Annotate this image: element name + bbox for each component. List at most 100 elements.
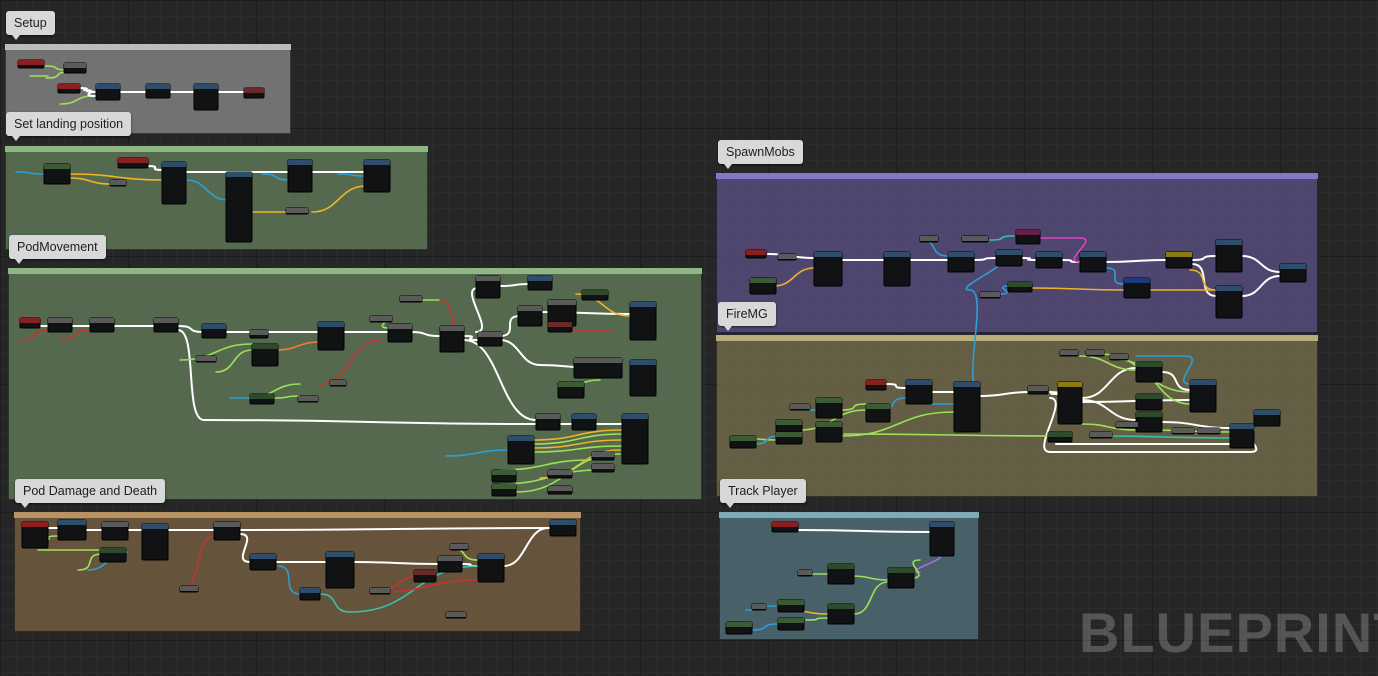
graph-node[interactable] <box>213 521 241 541</box>
graph-node[interactable] <box>95 83 121 101</box>
graph-node[interactable] <box>629 359 657 397</box>
graph-node[interactable] <box>775 431 803 445</box>
graph-node[interactable] <box>1123 277 1151 299</box>
graph-node[interactable] <box>581 289 609 301</box>
graph-node[interactable] <box>777 617 805 631</box>
graph-node[interactable] <box>19 317 41 329</box>
graph-node[interactable] <box>1215 285 1243 319</box>
graph-node[interactable] <box>887 567 915 589</box>
graph-node[interactable] <box>101 521 129 541</box>
graph-node[interactable] <box>249 393 275 405</box>
graph-node[interactable] <box>99 547 127 563</box>
graph-node[interactable] <box>571 413 597 431</box>
graph-node[interactable] <box>549 519 577 537</box>
graph-node[interactable] <box>1079 251 1107 273</box>
graph-node[interactable] <box>251 343 279 367</box>
graph-node[interactable] <box>1135 361 1163 383</box>
graph-node[interactable] <box>591 463 615 473</box>
graph-node[interactable] <box>413 569 437 583</box>
graph-node[interactable] <box>43 163 71 185</box>
graph-node[interactable] <box>369 315 393 323</box>
graph-node[interactable] <box>775 419 803 433</box>
graph-node[interactable] <box>249 329 269 339</box>
graph-node[interactable] <box>535 413 561 431</box>
graph-node[interactable] <box>297 395 319 403</box>
graph-node[interactable] <box>815 421 843 443</box>
graph-node[interactable] <box>1027 385 1049 395</box>
graph-node[interactable] <box>21 521 49 549</box>
graph-node[interactable] <box>865 403 891 423</box>
graph-node[interactable] <box>1279 263 1307 283</box>
graph-node[interactable] <box>477 331 503 347</box>
graph-node[interactable] <box>63 62 87 74</box>
graph-node[interactable] <box>439 325 465 353</box>
graph-node[interactable] <box>153 317 179 333</box>
graph-node[interactable] <box>797 569 813 577</box>
graph-node[interactable] <box>287 159 313 193</box>
graph-node[interactable] <box>919 235 939 243</box>
graph-node[interactable] <box>1047 431 1073 443</box>
graph-node[interactable] <box>1215 239 1243 273</box>
graph-node[interactable] <box>883 251 911 287</box>
graph-node[interactable] <box>1171 427 1195 435</box>
graph-node[interactable] <box>905 379 933 405</box>
graph-node[interactable] <box>445 611 467 619</box>
graph-node[interactable] <box>1085 349 1105 357</box>
graph-node[interactable] <box>491 483 517 497</box>
graph-node[interactable] <box>89 317 115 333</box>
graph-node[interactable] <box>1229 423 1255 449</box>
comment-title-podmovement[interactable]: PodMovement <box>9 235 106 264</box>
graph-node[interactable] <box>1197 427 1221 435</box>
graph-node[interactable] <box>1035 251 1063 269</box>
graph-node[interactable] <box>47 317 73 333</box>
graph-node[interactable] <box>547 469 573 479</box>
graph-node[interactable] <box>1015 229 1041 245</box>
graph-node[interactable] <box>225 171 253 243</box>
graph-node[interactable] <box>1135 411 1163 433</box>
graph-node[interactable] <box>573 357 623 379</box>
graph-node[interactable] <box>1135 393 1163 411</box>
graph-node[interactable] <box>179 585 199 593</box>
graph-node[interactable] <box>947 251 975 273</box>
graph-node[interactable] <box>161 161 187 205</box>
graph-node[interactable] <box>449 543 469 551</box>
graph-node[interactable] <box>201 323 227 339</box>
graph-node[interactable] <box>745 249 767 259</box>
graph-node[interactable] <box>591 451 615 461</box>
graph-node[interactable] <box>929 521 955 557</box>
comment-title-spawnmobs[interactable]: SpawnMobs <box>718 140 803 169</box>
graph-node[interactable] <box>285 207 309 215</box>
graph-node[interactable] <box>1059 349 1079 357</box>
graph-node[interactable] <box>145 83 171 99</box>
graph-node[interactable] <box>1007 281 1033 293</box>
graph-node[interactable] <box>195 355 217 363</box>
graph-node[interactable] <box>193 83 219 111</box>
graph-node[interactable] <box>491 469 517 483</box>
graph-node[interactable] <box>507 435 535 465</box>
graph-node[interactable] <box>57 83 81 94</box>
graph-node[interactable] <box>1189 379 1217 413</box>
graph-node[interactable] <box>1089 431 1113 439</box>
graph-node[interactable] <box>547 321 573 333</box>
graph-node[interactable] <box>57 519 87 541</box>
graph-node[interactable] <box>141 523 169 561</box>
graph-node[interactable] <box>995 249 1023 267</box>
graph-node[interactable] <box>369 587 391 595</box>
graph-node[interactable] <box>477 553 505 583</box>
graph-node[interactable] <box>813 251 843 287</box>
graph-node[interactable] <box>979 291 1001 299</box>
graph-node[interactable] <box>437 555 463 573</box>
graph-node[interactable] <box>387 323 413 343</box>
graph-node[interactable] <box>749 277 777 295</box>
graph-node[interactable] <box>547 485 573 495</box>
graph-node[interactable] <box>629 301 657 341</box>
graph-node[interactable] <box>815 397 843 419</box>
graph-node[interactable] <box>1115 421 1139 429</box>
graph-node[interactable] <box>475 275 501 299</box>
graph-node[interactable] <box>557 381 585 399</box>
graph-node[interactable] <box>243 87 265 99</box>
comment-title-track-player[interactable]: Track Player <box>720 479 806 508</box>
graph-node[interactable] <box>249 553 277 571</box>
comment-title-pod-damage-and-death[interactable]: Pod Damage and Death <box>15 479 166 508</box>
